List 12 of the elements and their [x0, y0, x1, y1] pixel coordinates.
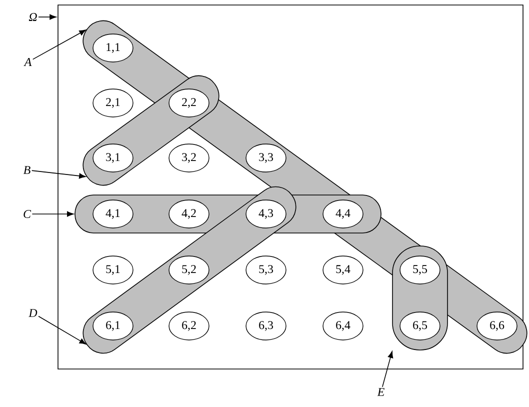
- arrow: [382, 351, 394, 388]
- event-label: B: [23, 166, 30, 174]
- event-label: C: [24, 210, 32, 218]
- arrow: [32, 30, 86, 60]
- event-label: E: [377, 388, 384, 396]
- event-label: D: [28, 309, 38, 317]
- arrow: [38, 316, 86, 344]
- arrow: [31, 170, 86, 179]
- event-label: A: [24, 58, 32, 66]
- event-label: Ω: [28, 13, 37, 21]
- arrow: [38, 14, 56, 20]
- arrow: [32, 211, 74, 217]
